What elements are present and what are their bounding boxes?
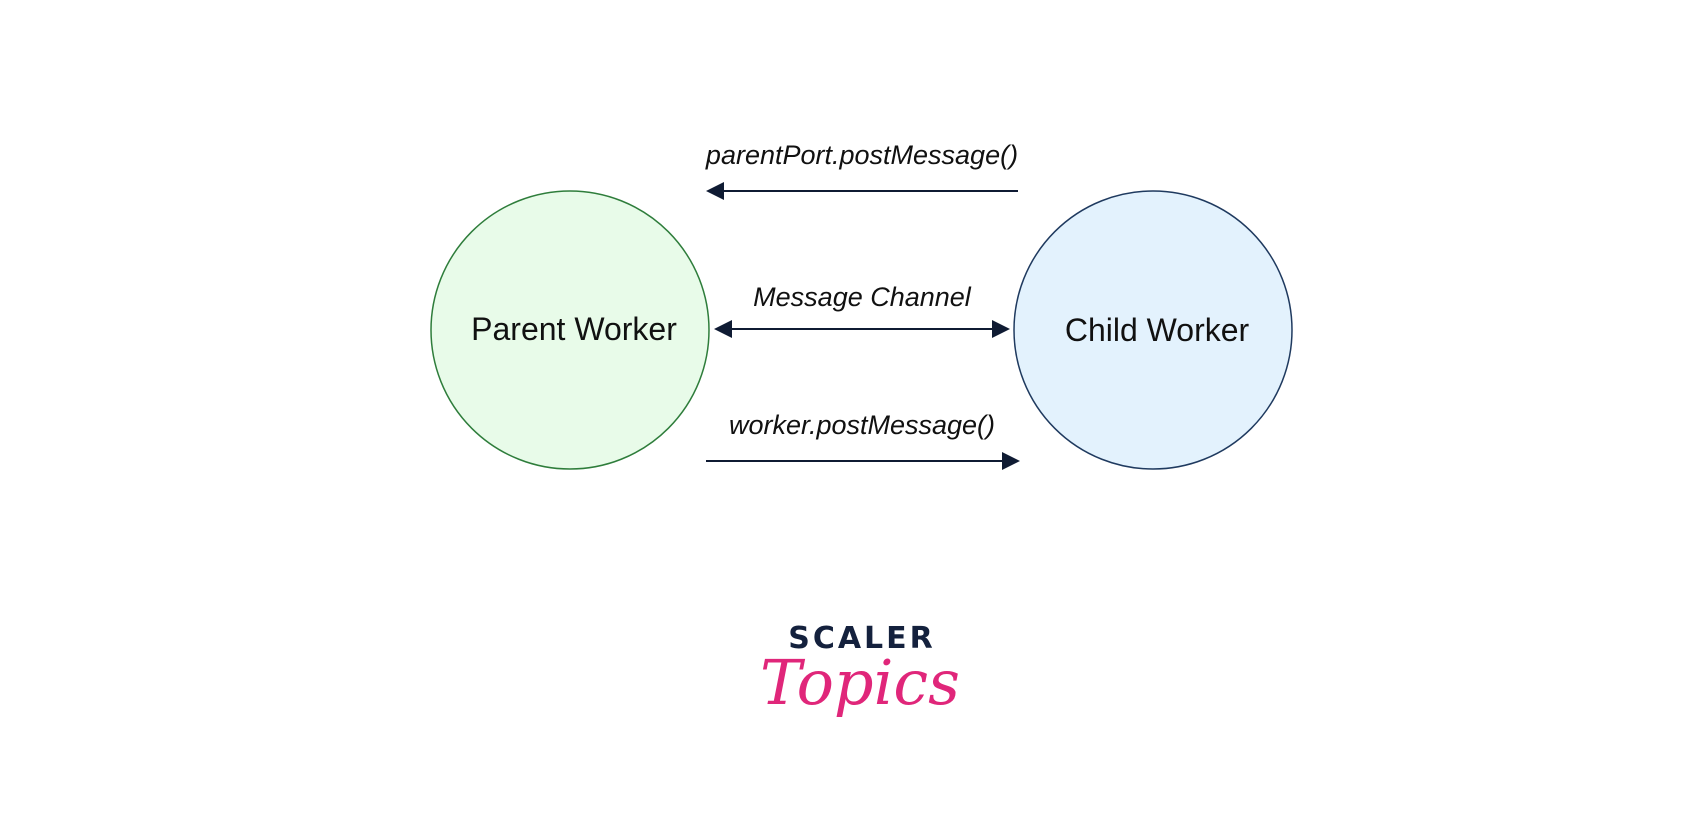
logo-topics-text: Topics bbox=[760, 646, 960, 719]
edge-label-message-channel: Message Channel bbox=[753, 282, 972, 312]
parent-worker-circle bbox=[430, 190, 710, 470]
edge-label-parentport: parentPort.postMessage() bbox=[705, 140, 1018, 170]
edge-child-to-parent: parentPort.postMessage() bbox=[705, 140, 1018, 200]
child-worker-node: Child Worker bbox=[1013, 190, 1293, 470]
edge-message-channel: Message Channel bbox=[714, 282, 1010, 338]
scaler-topics-logo: SCALER Topics bbox=[760, 621, 960, 719]
parent-worker-node: Parent Worker bbox=[430, 190, 710, 470]
logo-scaler-text: SCALER bbox=[788, 621, 936, 656]
child-worker-circle bbox=[1013, 190, 1293, 470]
edge-parent-to-child: worker.postMessage() bbox=[706, 410, 1020, 470]
child-worker-label: Child Worker bbox=[1065, 312, 1250, 348]
parent-worker-label: Parent Worker bbox=[471, 311, 677, 347]
edge-label-worker-postmessage: worker.postMessage() bbox=[729, 410, 995, 440]
